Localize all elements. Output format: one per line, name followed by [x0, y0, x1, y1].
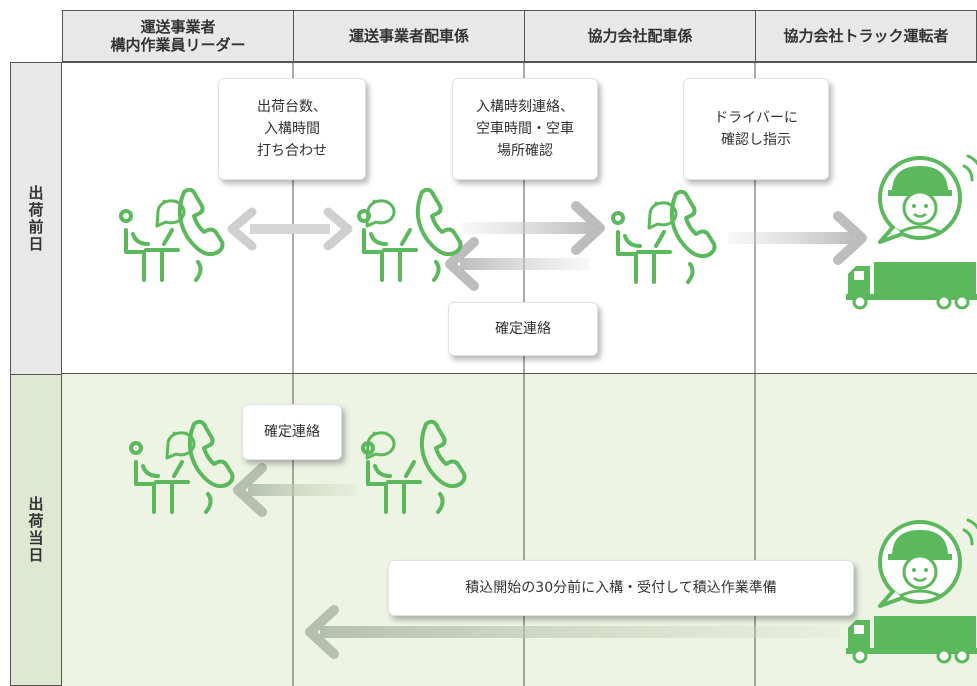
person-at-desk-with-phone-icon: [119, 187, 225, 282]
arrow-right-icon: [728, 211, 867, 265]
arrow-left-icon: [233, 463, 356, 517]
truck-icon: [844, 614, 977, 664]
person-at-desk-with-phone-icon: [129, 419, 235, 514]
person-at-desk-with-phone-icon: [361, 419, 467, 514]
column-header-leader-label: 運送事業者 構内作業員リーダー: [110, 18, 246, 54]
column-header-partner-dispatcher: 協力会社配車係: [524, 10, 756, 62]
callout-entry-time-contact: 入構時刻連絡、 空車時間・空車 場所確認: [452, 78, 598, 180]
column-header-dispatcher-label: 運送事業者配車係: [348, 27, 469, 45]
callout-confirmation-same-day: 確定連絡: [242, 404, 342, 460]
callout-shipment-meeting: 出荷台数、 入構時間 打ち合わせ: [218, 78, 366, 180]
double-arrow-icon: [227, 207, 353, 251]
callout-loading-preparation: 積込開始の30分前に入構・受付して積込作業準備: [388, 560, 854, 616]
driver-avatar-icon: [878, 154, 977, 244]
driver-avatar-icon: [878, 518, 977, 608]
truck-icon: [844, 260, 977, 310]
column-header-partner-driver-label: 協力会社トラック運転者: [783, 27, 949, 45]
callout-driver-instruction: ドライバーに 確認し指示: [683, 78, 829, 180]
column-header-partner-dispatcher-label: 協力会社配車係: [587, 27, 693, 45]
callout-confirmation-day-before: 確定連絡: [448, 302, 598, 356]
arrow-left-icon: [445, 237, 590, 291]
column-header-partner-driver: 協力会社トラック運転者: [755, 10, 977, 62]
row-header-same-day-label: 出荷当日: [26, 496, 45, 564]
arrow-right-icon: [462, 201, 605, 255]
arrow-left-icon: [305, 605, 840, 659]
row-header-day-before: 出荷前日: [10, 62, 62, 375]
chat-bubble-icon: [365, 198, 396, 228]
row-header-day-before-label: 出荷前日: [26, 184, 45, 253]
row-header-same-day: 出荷当日: [10, 374, 62, 686]
column-header-leader: 運送事業者 構内作業員リーダー: [62, 10, 294, 62]
person-at-desk-with-phone-icon: [611, 189, 717, 284]
